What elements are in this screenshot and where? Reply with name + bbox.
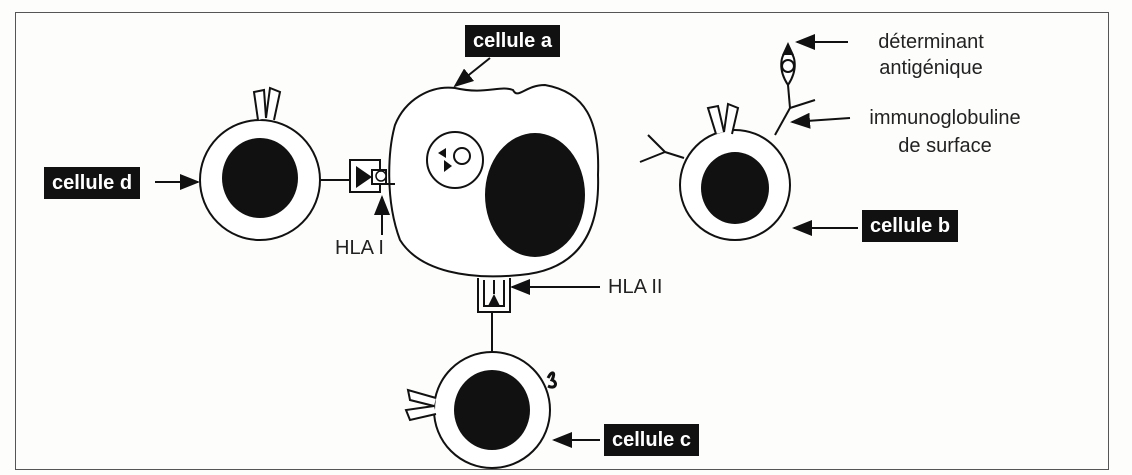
cell-a-vesicle bbox=[427, 132, 483, 188]
cell-c-receptor bbox=[406, 390, 436, 420]
label-hla-i: HLA I bbox=[335, 236, 384, 260]
antigenic-determinant bbox=[781, 42, 795, 85]
label-immunoglobulin-line1: immunoglobuline bbox=[850, 106, 1040, 130]
label-cellule-b: cellule b bbox=[862, 210, 958, 242]
cell-c-marker bbox=[548, 373, 555, 387]
cell-b-nucleus bbox=[701, 152, 769, 224]
cell-c-nucleus bbox=[454, 370, 530, 450]
cell-a-nucleus bbox=[485, 133, 585, 257]
label-determinant-line1: déterminant bbox=[856, 30, 1006, 54]
cell-d-nucleus bbox=[222, 138, 298, 218]
immunoglobulin-left bbox=[640, 135, 684, 162]
cell-d-receptor bbox=[254, 88, 280, 120]
immunoglobulin-right bbox=[775, 85, 815, 135]
label-hla-ii: HLA II bbox=[608, 275, 662, 299]
label-determinant-line2: antigénique bbox=[856, 56, 1006, 80]
label-immunoglobulin-line2: de surface bbox=[850, 134, 1040, 158]
label-cellule-d: cellule d bbox=[44, 167, 140, 199]
label-cellule-a: cellule a bbox=[465, 25, 560, 57]
cell-b-receptor bbox=[708, 104, 738, 134]
hla-ii-complex bbox=[478, 278, 510, 312]
label-cellule-c: cellule c bbox=[604, 424, 699, 456]
